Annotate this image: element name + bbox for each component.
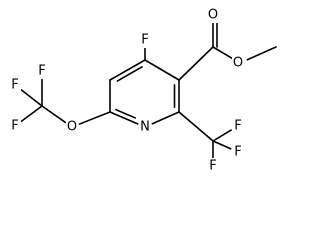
bond-o_ester-c_methyl: [246, 46, 277, 61]
atom-f-cf3l-3: F: [9, 118, 21, 134]
atom-f-cf3b-3-label: F: [209, 159, 216, 174]
atom-n-ring-label: N: [140, 120, 150, 135]
atom-f-cf3l-1: F: [36, 63, 48, 79]
atom-f-cf3b-1: F: [232, 118, 244, 134]
atom-o-carbonyl-label: O: [208, 8, 218, 23]
bond-o_ether-c_cf3l: [41, 105, 67, 124]
bond-c_cf3l-f_cf3l_3: [20, 105, 43, 123]
bond-n-c5-second: [115, 108, 137, 119]
bond-c2-c_carbonyl: [178, 46, 214, 81]
atom-label-layer: F O O N O F F F: [9, 7, 244, 174]
atom-o-ether-label: O: [67, 120, 77, 135]
bond-c_carbonyl-o_ester: [212, 46, 234, 60]
atom-f-cf3l-2-label: F: [11, 78, 18, 93]
bond-c_cf3l-f_cf3l_2: [20, 89, 43, 107]
molecule-diagram: F O O N O F F F: [9, 7, 277, 174]
atom-n-ring: N: [139, 119, 151, 135]
atom-f-cf3l-2: F: [9, 77, 21, 93]
bond-c1-c2: [144, 59, 180, 81]
atom-f-top-label: F: [141, 33, 148, 48]
bond-c5-o_ether: [78, 111, 111, 125]
atom-f-cf3b-2: F: [232, 144, 244, 160]
atom-f-cf3b-3: F: [207, 158, 219, 174]
atom-o-ester: O: [232, 55, 244, 71]
atom-o-ester-label: O: [233, 56, 243, 71]
bond-n-c5: [109, 111, 139, 125]
bond-c4-c1: [109, 59, 146, 81]
bond-c_cf3b-f_cf3b_2: [212, 140, 232, 150]
bond-c3-n: [151, 111, 180, 125]
bond-c3-c_cf3b: [178, 111, 214, 142]
atom-o-ether: O: [66, 119, 78, 135]
bond-c4-c1-second: [116, 66, 143, 82]
bond-layer: [20, 22, 277, 159]
atom-f-cf3b-1-label: F: [234, 119, 241, 134]
atom-f-cf3b-2-label: F: [234, 145, 241, 160]
atom-o-carbonyl: O: [207, 7, 219, 23]
atom-f-cf3l-3-label: F: [11, 119, 18, 134]
atom-f-cf3l-1-label: F: [38, 64, 45, 79]
bond-c_cf3b-f_cf3b_1: [212, 129, 232, 142]
atom-f-top: F: [139, 32, 151, 48]
